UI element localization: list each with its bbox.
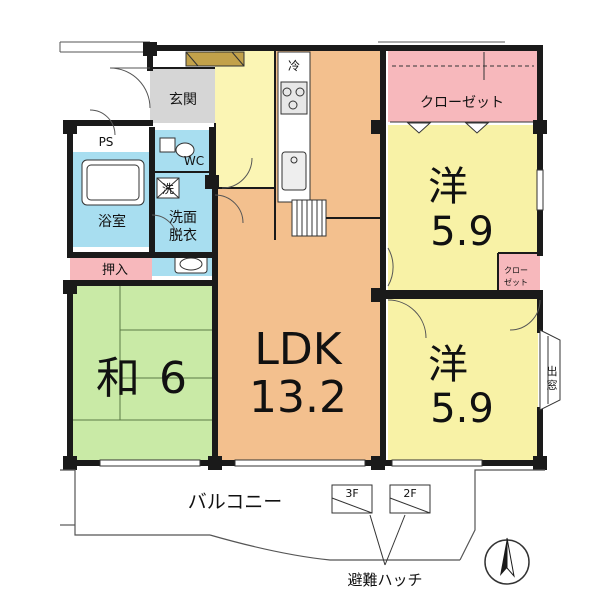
washitsu-area [70, 283, 215, 461]
step-block [291, 199, 327, 237]
label-demado-1: 出 [547, 364, 558, 378]
label-genkan: 玄関 [169, 91, 197, 108]
label-bath: 浴室 [98, 213, 126, 230]
balcony-outline [60, 469, 545, 561]
closet-details [390, 52, 538, 134]
label-wc: WC [184, 154, 204, 168]
label-oshiire: 押入 [102, 263, 128, 278]
windows [99, 169, 544, 467]
oshiire-area [70, 255, 152, 282]
label-demado-2: 窓 [547, 378, 558, 392]
label-ldk-size: 13.2 [249, 372, 347, 423]
tatami-seams [70, 283, 215, 421]
label-floor-2f: 2F [403, 487, 416, 500]
label-fridge: 冷 [288, 59, 300, 73]
label-hatch: 避難ハッチ [347, 571, 422, 589]
hatch-boxes [331, 484, 431, 514]
label-closet-small-2: ゼット [504, 277, 528, 287]
label-closet: クローゼット [420, 95, 504, 111]
label-washroom-2: 脱衣 [169, 228, 197, 244]
corridor-lines [59, 41, 505, 53]
columns [63, 42, 547, 470]
bathroom-fixtures [81, 137, 208, 274]
bay-window [539, 329, 561, 411]
label-floor-3f: 3F [345, 487, 358, 500]
label-washroom-1: 洗面 [169, 210, 197, 226]
label-washer: 洗 [162, 182, 174, 196]
door-swings [89, 67, 541, 339]
ps-area [80, 128, 132, 154]
hatch-pointer [369, 514, 406, 566]
label-ldk-name: LDK [254, 324, 342, 375]
label-youshitsu2-name: 洋 [428, 342, 468, 388]
label-washitsu-size: 6 [159, 353, 187, 404]
label-balcony: バルコニー [188, 491, 283, 513]
label-closet-small-1: クロー [504, 266, 528, 275]
shoe-box [185, 51, 245, 67]
label-youshitsu1-name: 洋 [428, 164, 468, 210]
label-ps: PS [99, 135, 114, 149]
youshitsu-lower-area [388, 296, 538, 461]
label-youshitsu1-size: 5.9 [430, 209, 494, 255]
genkan-area [150, 68, 215, 123]
entry-hall [215, 48, 275, 188]
compass-icon [484, 537, 530, 585]
closet-area [388, 48, 538, 122]
label-washitsu-name: 和 [96, 353, 140, 404]
thin-walls [150, 48, 540, 298]
kitchen-counter [277, 51, 311, 203]
label-youshitsu2-size: 5.9 [430, 386, 494, 432]
